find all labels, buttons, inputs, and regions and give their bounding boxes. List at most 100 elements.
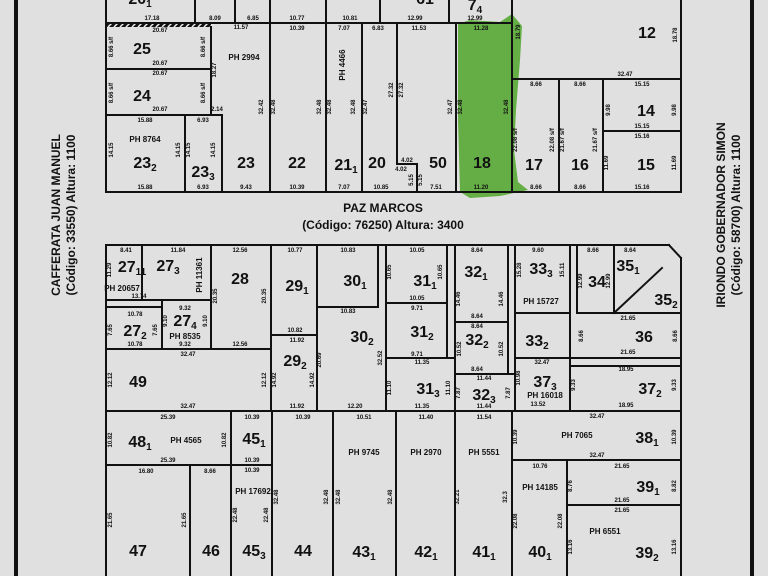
- dimension-label: 2.14: [211, 107, 223, 113]
- parcel-number[interactable]: 352: [654, 292, 678, 311]
- dimension-label: 16.80: [138, 469, 154, 475]
- dimension-label: 15.16: [634, 185, 650, 191]
- parcel-number[interactable]: 302: [350, 329, 374, 348]
- parcel-number[interactable]: 291: [285, 278, 309, 297]
- dimension-label: 7.07: [338, 26, 350, 32]
- dimension-label: 9.33: [571, 379, 577, 391]
- dimension-label: 8.64: [471, 324, 483, 330]
- parcel-number[interactable]: 411: [472, 544, 496, 563]
- dimension-label: 12.99: [407, 16, 423, 22]
- parcel-number[interactable]: 313: [416, 381, 440, 400]
- dimension-label: 32.42: [259, 99, 265, 115]
- parcel-number[interactable]: 372: [638, 381, 662, 400]
- parcel-number[interactable]: 292: [283, 353, 307, 372]
- parcel-number[interactable]: 16: [571, 157, 589, 174]
- dimension-label: 9.98: [606, 104, 612, 116]
- parcel-number[interactable]: 22: [288, 155, 306, 172]
- parcel-number[interactable]: 301: [343, 273, 367, 292]
- parcel-number[interactable]: 211: [334, 157, 358, 176]
- boundary-line: [667, 243, 683, 260]
- parcel-number-sub: 3: [490, 395, 496, 406]
- parcel-number[interactable]: 61: [416, 0, 434, 8]
- dimension-label: 8.64: [471, 248, 483, 254]
- parcel-number-sub: 3: [551, 382, 557, 393]
- parcel-number-sub: 2: [543, 341, 549, 352]
- parcel-number[interactable]: 373: [533, 374, 557, 393]
- parcel-number[interactable]: 201: [128, 0, 152, 10]
- dimension-label: 9.10: [163, 315, 169, 327]
- dimension-label: 17.18: [144, 16, 160, 22]
- parcel-number[interactable]: 28: [231, 271, 249, 288]
- parcel-number[interactable]: 323: [472, 387, 496, 406]
- parcel-number[interactable]: 25: [133, 41, 151, 58]
- parcel-number[interactable]: 233: [191, 164, 215, 183]
- parcel-number[interactable]: 50: [429, 155, 447, 172]
- dimension-label: 32.48: [317, 99, 323, 115]
- parcel-number[interactable]: 333: [529, 261, 553, 280]
- dimension-label: 21.67 s/f: [560, 127, 566, 152]
- parcel-number[interactable]: 312: [410, 324, 434, 343]
- dimension-label: 8.66: [530, 185, 542, 191]
- dimension-label: 9.43: [240, 185, 252, 191]
- dimension-label: 32.21: [455, 489, 461, 505]
- parcel-number[interactable]: 46: [202, 543, 220, 560]
- parcel-number[interactable]: 44: [294, 543, 312, 560]
- parcel-number[interactable]: 12: [638, 25, 656, 42]
- parcel-number[interactable]: 421: [414, 544, 438, 563]
- dimension-label: 8.66: [673, 330, 679, 342]
- parcel-number[interactable]: 23: [237, 155, 255, 172]
- parcel-number[interactable]: 74: [468, 0, 483, 16]
- parcel-number[interactable]: 451: [242, 431, 266, 450]
- dimension-label: 10.51: [356, 415, 372, 421]
- parcel-number-main: 50: [429, 155, 447, 172]
- parcel-number[interactable]: 20: [368, 155, 386, 172]
- parcel-number[interactable]: 14: [637, 103, 655, 120]
- dimension-label: 11.44: [477, 376, 492, 382]
- parcel-number[interactable]: 392: [635, 545, 659, 564]
- parcel-number-main: 61: [416, 0, 434, 8]
- dimension-label: 22.08 s/f: [550, 127, 556, 152]
- parcel-number[interactable]: 381: [635, 430, 659, 449]
- dimension-label: 7.07: [338, 185, 350, 191]
- parcel-number-main: 31: [410, 324, 428, 341]
- parcel-number[interactable]: 272: [123, 323, 147, 342]
- parcel-number-main: 43: [352, 544, 370, 561]
- dimension-label: 32.48: [351, 99, 357, 115]
- parcel-number[interactable]: 15: [637, 157, 655, 174]
- parcel-number[interactable]: 351: [616, 258, 640, 277]
- parcel-number-sub: 1: [303, 286, 309, 297]
- parcel-number[interactable]: 36: [635, 329, 653, 346]
- dimension-label: 18.27: [212, 62, 218, 78]
- parcel-number[interactable]: 34: [588, 274, 606, 291]
- dimension-label: 14.92: [310, 372, 316, 388]
- dimension-label: 8.66: [587, 248, 599, 254]
- parcel-number-sub: 1: [370, 552, 376, 563]
- parcel-number[interactable]: 232: [133, 155, 157, 174]
- parcel-number[interactable]: 311: [413, 273, 437, 292]
- parcel-number-sub: 2: [141, 331, 147, 342]
- parcel-number[interactable]: 431: [352, 544, 376, 563]
- parcel-number[interactable]: 453: [242, 543, 266, 562]
- dimension-label: 10.82: [108, 432, 114, 448]
- parcel-number[interactable]: 49: [129, 374, 147, 391]
- parcel-number-sub: 1: [490, 552, 496, 563]
- parcel-number[interactable]: 24: [133, 88, 151, 105]
- parcel-number-main: 12: [638, 25, 656, 42]
- parcel-number[interactable]: 321: [464, 264, 488, 283]
- parcel-number[interactable]: 273: [156, 258, 180, 277]
- parcel-number[interactable]: 47: [129, 543, 147, 560]
- ph-label: PH 5551: [468, 448, 500, 457]
- parcel-number[interactable]: 391: [636, 479, 660, 498]
- parcel-number[interactable]: 322: [465, 332, 489, 351]
- parcel-number[interactable]: 274: [173, 313, 197, 332]
- parcel-number[interactable]: 401: [528, 544, 552, 563]
- parcel-number[interactable]: 17: [525, 157, 543, 174]
- parcel-number[interactable]: 18: [473, 155, 491, 172]
- parcel-number[interactable]: 332: [525, 333, 549, 352]
- parcel-number[interactable]: 2711: [118, 259, 147, 278]
- dimension-label: 18.95: [618, 367, 634, 373]
- parcel-number-main: 40: [528, 544, 546, 561]
- parcel-number[interactable]: 481: [128, 434, 152, 453]
- highlighted-parcel-18[interactable]: [458, 14, 528, 198]
- parcel-number-sub: 2: [483, 340, 489, 351]
